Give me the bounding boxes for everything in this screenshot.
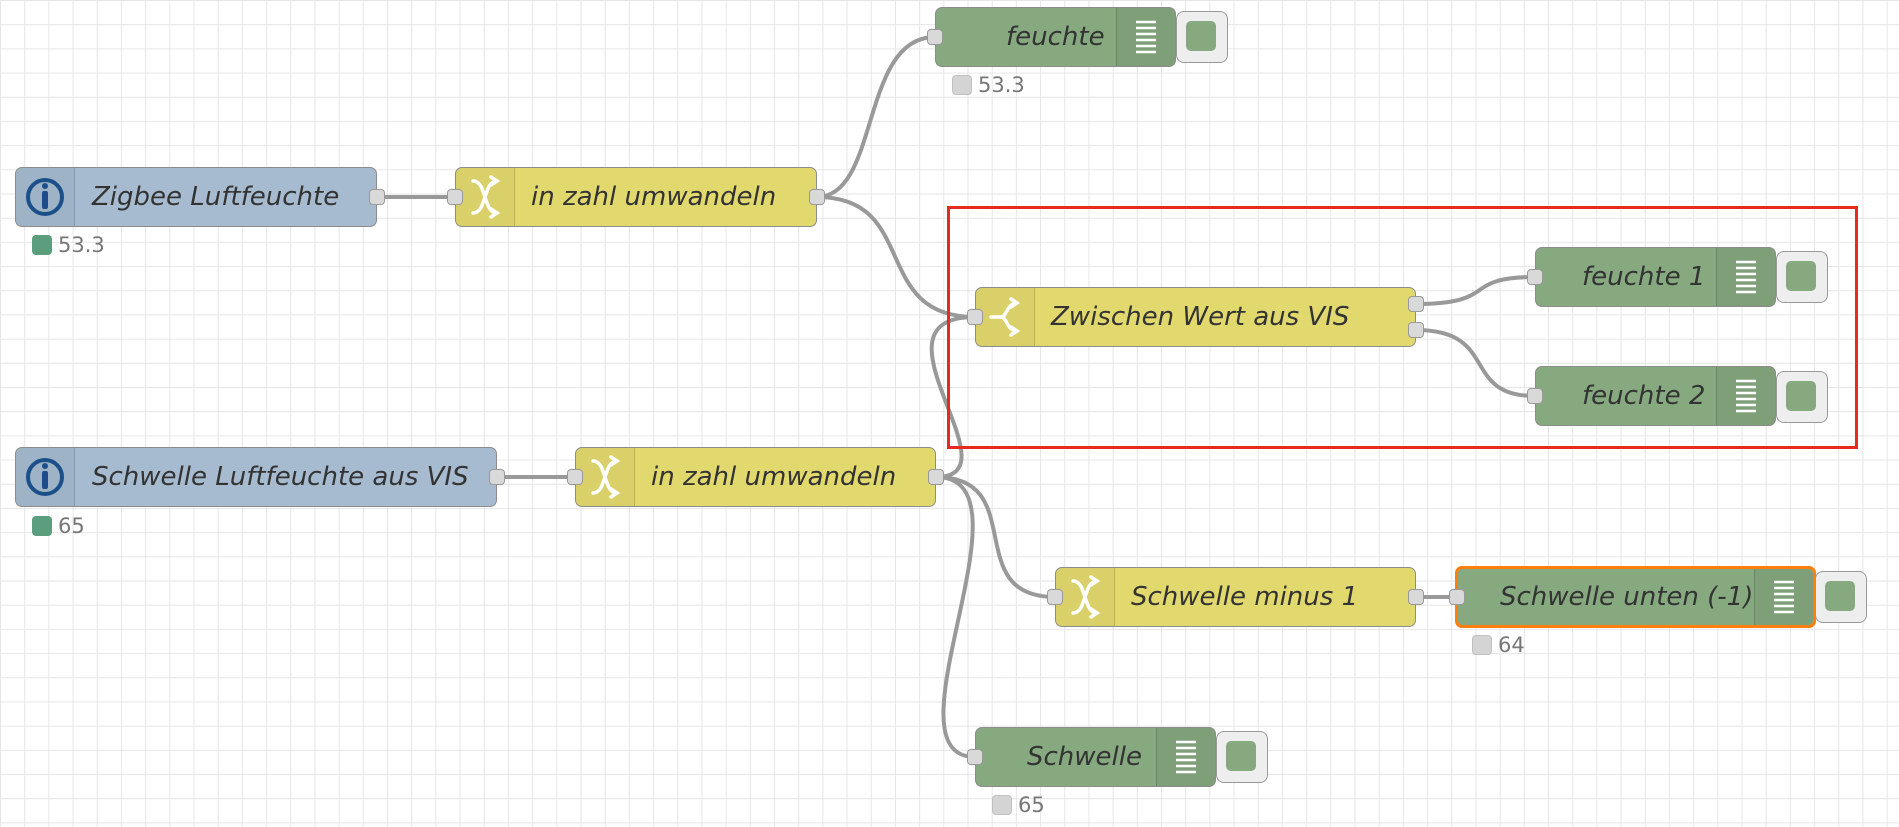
- wire-convert1-to-feuchte: [816, 35, 936, 199]
- node-feuchte-1[interactable]: feuchte 1: [1527, 247, 1776, 307]
- input-port[interactable]: [567, 469, 583, 485]
- node-schwelle-unten[interactable]: Schwelle unten (-1): [1449, 566, 1816, 628]
- node-schwelle-luftfeuchte-aus-vis[interactable]: Schwelle Luftfeuchte aus VIS: [15, 447, 505, 507]
- shuffle-icon: [471, 175, 501, 219]
- node-icon-area: [456, 168, 515, 226]
- node-icon-area: [16, 168, 75, 226]
- node-icon-area: [1056, 568, 1115, 626]
- node-label: in zahl umwandeln: [531, 182, 777, 212]
- input-port[interactable]: [927, 29, 943, 45]
- debug-toggle-button[interactable]: [1776, 251, 1828, 303]
- shuffle-icon: [1071, 575, 1101, 619]
- list-icon: [1736, 260, 1756, 294]
- node-icon-area: [1116, 8, 1175, 66]
- status-dot: [32, 516, 52, 536]
- toggle-indicator: [1825, 581, 1855, 611]
- status-text: 65: [58, 514, 85, 538]
- output-port[interactable]: [809, 189, 825, 205]
- node-zwischen-wert-aus-vis[interactable]: Zwischen Wert aus VIS: [967, 287, 1424, 347]
- input-port[interactable]: [967, 309, 983, 325]
- input-port[interactable]: [1527, 269, 1543, 285]
- input-port[interactable]: [1527, 388, 1543, 404]
- node-label: Zwischen Wert aus VIS: [1051, 302, 1350, 332]
- status-dot: [952, 75, 972, 95]
- node-label: Schwelle Luftfeuchte aus VIS: [92, 462, 469, 492]
- toggle-indicator: [1786, 261, 1816, 291]
- node-label: Schwelle unten (-1): [1500, 582, 1754, 612]
- node-schwelle-minus-1[interactable]: Schwelle minus 1: [1047, 567, 1424, 627]
- debug-toggle-button[interactable]: [1176, 11, 1228, 63]
- wire-convert2-to-minus1: [935, 475, 1056, 599]
- toggle-indicator: [1226, 741, 1256, 771]
- wire-convert1-to-switch: [816, 195, 976, 319]
- status-text: 65: [1018, 793, 1045, 817]
- node-label: Zigbee Luftfeuchte: [92, 182, 340, 212]
- status-schwelle-luftfeuchte-aus-vis: 65: [32, 514, 85, 538]
- output-port-1[interactable]: [1408, 296, 1424, 312]
- wire-switch-to-feuchte1: [1415, 275, 1536, 306]
- input-port[interactable]: [1449, 589, 1465, 605]
- node-in-zahl-umwandeln-1[interactable]: in zahl umwandeln: [447, 167, 825, 227]
- list-icon: [1136, 20, 1156, 54]
- wire-convert2-to-schwelle: [935, 475, 976, 759]
- list-icon: [1774, 580, 1794, 614]
- status-dot: [992, 795, 1012, 815]
- output-port[interactable]: [928, 469, 944, 485]
- status-zigbee-luftfeuchte: 53.3: [32, 233, 105, 257]
- status-schwelle: 65: [992, 793, 1045, 817]
- status-text: 53.3: [978, 73, 1025, 97]
- list-icon: [1176, 740, 1196, 774]
- list-icon: [1736, 379, 1756, 413]
- node-feuchte-2[interactable]: feuchte 2: [1527, 366, 1776, 426]
- node-icon-area: [976, 288, 1035, 346]
- node-label: feuchte: [1006, 22, 1105, 52]
- node-label: in zahl umwandeln: [651, 462, 897, 492]
- output-port[interactable]: [1408, 589, 1424, 605]
- status-feuchte: 53.3: [952, 73, 1025, 97]
- node-label: Schwelle: [1027, 742, 1142, 772]
- node-icon-area: [1716, 367, 1775, 425]
- node-label: Schwelle minus 1: [1131, 582, 1359, 612]
- input-port[interactable]: [1047, 589, 1063, 605]
- toggle-indicator: [1786, 381, 1816, 411]
- node-icon-area: [1156, 728, 1215, 786]
- node-icon-area: [1754, 569, 1813, 625]
- debug-toggle-button[interactable]: [1815, 571, 1867, 623]
- debug-toggle-button[interactable]: [1216, 731, 1268, 783]
- node-label: feuchte 1: [1582, 262, 1706, 292]
- status-schwelle-unten: 64: [1472, 633, 1525, 657]
- wire-convert2-to-switch: [929, 315, 976, 479]
- node-feuchte[interactable]: feuchte: [927, 7, 1176, 67]
- iobroker-icon: [26, 178, 64, 216]
- iobroker-icon: [26, 458, 64, 496]
- output-port[interactable]: [489, 469, 505, 485]
- status-dot: [32, 235, 52, 255]
- node-icon-area: [1716, 248, 1775, 306]
- status-text: 64: [1498, 633, 1525, 657]
- node-schwelle[interactable]: Schwelle: [967, 727, 1216, 787]
- wire-switch-to-feuchte2: [1415, 328, 1536, 398]
- toggle-indicator: [1186, 21, 1216, 51]
- node-in-zahl-umwandeln-2[interactable]: in zahl umwandeln: [567, 447, 944, 507]
- output-port[interactable]: [369, 189, 385, 205]
- input-port[interactable]: [967, 749, 983, 765]
- status-text: 53.3: [58, 233, 105, 257]
- output-port-2[interactable]: [1408, 322, 1424, 338]
- node-icon-area: [16, 448, 75, 506]
- node-label: feuchte 2: [1582, 381, 1706, 411]
- shuffle-icon: [591, 455, 621, 499]
- selection-highlight-box: [947, 206, 1858, 449]
- node-zigbee-luftfeuchte[interactable]: Zigbee Luftfeuchte: [15, 167, 385, 227]
- input-port[interactable]: [447, 189, 463, 205]
- switch-icon: [989, 297, 1021, 337]
- node-icon-area: [576, 448, 635, 506]
- debug-toggle-button[interactable]: [1776, 371, 1828, 423]
- status-dot: [1472, 635, 1492, 655]
